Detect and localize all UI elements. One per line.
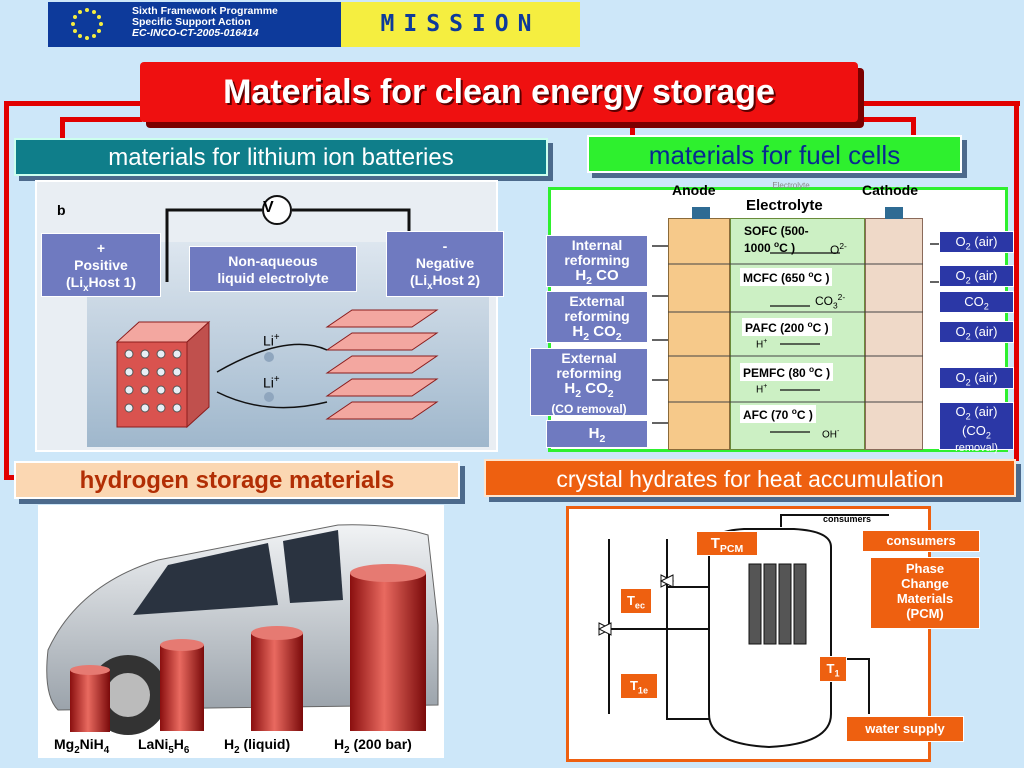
cell-dividers [668, 263, 923, 403]
output-o2-air: O2 (air) [939, 367, 1014, 389]
section-lithium-batteries: materials for lithium ion batteries [14, 138, 548, 176]
programme-info: Sixth Framework Programme Specific Suppo… [126, 2, 341, 47]
programme-line-3: EC-INCO-CT-2005-016414 [132, 27, 259, 39]
fuel-input-internal-reforming: Internal reforming H2 CO [546, 235, 648, 287]
connector-line [1014, 101, 1019, 461]
electrolyte-label: Electrolyte [744, 197, 825, 214]
battery-diagram: b V Li+ Li+ [35, 180, 498, 452]
cell-pemfc: PEMFC (80 oC ) [740, 363, 834, 381]
cell-sofc: SOFC (500- 1000 oC ) [744, 224, 809, 255]
mission-logo: MISSION [341, 2, 580, 47]
cathode-cube [115, 320, 211, 429]
electrolyte-label: Non-aqueous liquid electrolyte [189, 246, 357, 292]
output-o2-air: O2 (air) [939, 231, 1014, 253]
ion-h-pafc: H+ [756, 338, 768, 351]
panel-letter: b [57, 202, 66, 218]
fuel-input-hydrogen: H2 [546, 420, 648, 448]
connector-line [858, 101, 1020, 106]
connector-line [60, 117, 65, 139]
output-co2: CO2 [939, 291, 1014, 313]
t-1-label: T1 [819, 656, 847, 682]
section-fuel-cells: materials for fuel cells [587, 135, 962, 173]
cell-mcfc: MCFC (650 oC ) [740, 268, 833, 286]
connector-line [858, 117, 916, 122]
ion-label: Li+ [263, 374, 280, 391]
fuel-input-external-reforming: External reforming H2 CO2 [546, 291, 648, 343]
water-supply-label: water supply [846, 716, 964, 742]
tank-h2-200bar [350, 564, 426, 731]
caption-h2-liquid: H2 (liquid) [224, 736, 291, 756]
section-hydrogen-storage: hydrogen storage materials [14, 461, 460, 499]
t-pcm-label: TPCM [696, 531, 758, 556]
tank-lani5h6 [160, 639, 204, 731]
pcm-modules [748, 563, 807, 645]
heat-storage-schematic [597, 514, 889, 749]
caption-lani5h6: LaNi5H6 [138, 736, 190, 756]
t-ec-label: Tec [620, 588, 652, 614]
pcm-label: Phase Change Materials (PCM) [870, 557, 980, 629]
voltmeter-symbol: V [263, 199, 274, 216]
section-crystal-hydrates: crystal hydrates for heat accumulation [484, 459, 1016, 497]
connector-line [911, 117, 916, 137]
consumers-small-label: consumers [823, 514, 872, 524]
caption-h2-200bar: H2 (200 bar) [334, 736, 412, 756]
electrolyte-faded-label: Electrolyte [772, 182, 810, 190]
programme-line-1: Sixth Framework Programme [132, 5, 278, 17]
car-and-tanks-image [46, 524, 439, 735]
connector-line [4, 101, 9, 479]
anode-column [668, 218, 730, 450]
flow-arrows [652, 243, 940, 433]
cell-afc: AFC (70 oC ) [740, 405, 816, 423]
connector-line [60, 117, 142, 122]
hydrogen-storage-illustration [38, 505, 444, 758]
valve-icon [597, 574, 675, 636]
ion-label: Li+ [263, 332, 280, 349]
output-o2-air: O2 (air) [939, 321, 1014, 343]
output-o2-air: O2 (air) [939, 265, 1014, 287]
caption-mg2nih4: Mg2NiH4 [54, 736, 110, 756]
page-title: Materials for clean energy storage [140, 62, 858, 122]
cathode-label: Cathode [862, 182, 918, 198]
anode-terminal [692, 207, 710, 219]
output-o2-air-co2-removal: O2 (air) (CO2 removal) [939, 402, 1014, 454]
eu-stars-icon [71, 8, 103, 40]
fuel-input-external-reforming-co-removal: External reforming H2 CO2 (CO removal) [530, 348, 648, 416]
connector-line [4, 101, 140, 106]
cathode-terminal [885, 207, 903, 219]
anode-label: Anode [672, 182, 716, 198]
connector-line [4, 475, 16, 480]
programme-line-2: Specific Support Action [132, 16, 251, 28]
anode-layers [325, 309, 439, 420]
tank-mg2nih4 [70, 665, 110, 732]
cathode-column [865, 218, 923, 450]
tank-h2-liquid [251, 626, 303, 731]
ion-oh: OH- [822, 428, 840, 441]
t-1e-label: T1e [620, 673, 658, 699]
ion-h-pemfc: H+ [756, 383, 768, 396]
ion-o2: O2- [830, 241, 847, 257]
eu-flag-logo [48, 2, 126, 47]
ion-co3: CO32- [815, 292, 846, 311]
battery-illustration [87, 195, 489, 447]
cell-pafc: PAFC (200 oC ) [742, 318, 832, 336]
negative-electrode-label: - Negative (LixHost 2) [386, 231, 504, 297]
consumers-label: consumers [862, 530, 980, 552]
positive-electrode-label: + Positive (LixHost 1) [41, 233, 161, 297]
